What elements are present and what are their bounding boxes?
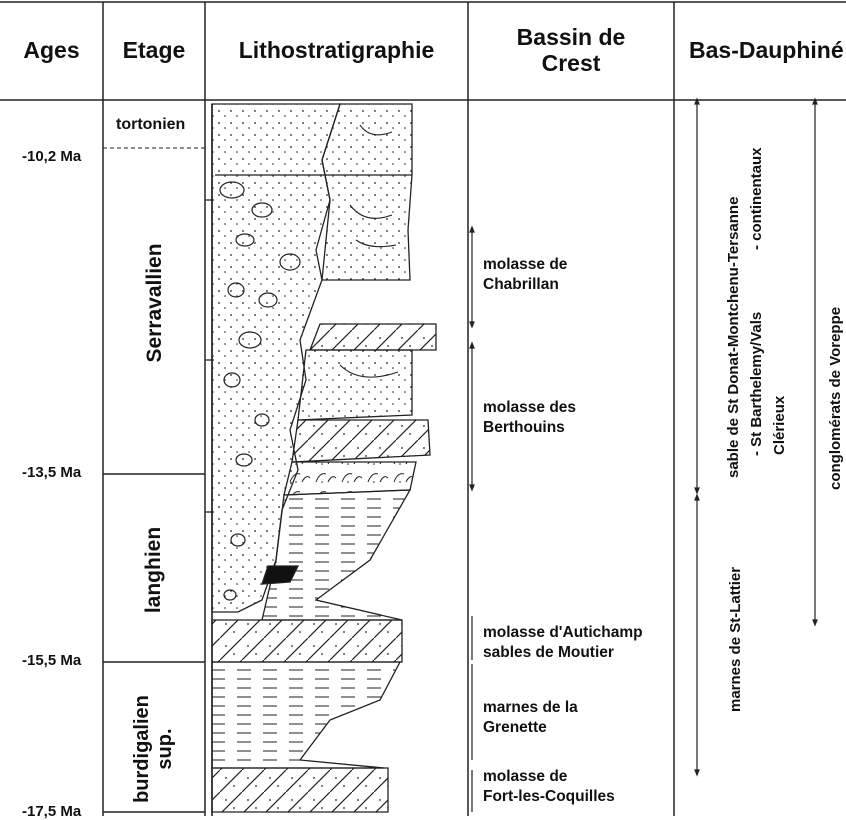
bas-dauphine-sable-line3: Clérieux: [770, 396, 789, 455]
bassin-unit-chabrillan: molasse de Chabrillan: [483, 255, 567, 295]
etage-burdigalien-line1: burdigalien: [131, 689, 154, 809]
bas-dauphine-sable-line1: sable de St Donat-Montchenu-Tersanne: [724, 197, 743, 478]
bassin-unit-line2: Berthouins: [483, 418, 576, 438]
etage-tortonien: tortonien: [116, 116, 185, 134]
bas-dauphine-sable-line2a: - St Barthelemy/Vals: [747, 312, 766, 456]
bas-dauphine-marnes: marnes de St-Lattier: [726, 567, 745, 712]
bassin-unit-autichamp: molasse d'Autichamp sables de Moutier: [483, 623, 643, 663]
bassin-unit-fort-les-coquilles: molasse de Fort-les-Coquilles: [483, 767, 615, 807]
header-etage: Etage: [103, 0, 205, 100]
age-label: -17,5 Ma: [22, 803, 81, 820]
bassin-unit-line2: Grenette: [483, 718, 578, 738]
bassin-unit-line2: Chabrillan: [483, 275, 567, 295]
header-ages: Ages: [0, 0, 103, 100]
bassin-ranges: [470, 227, 474, 812]
header-bas-dauphine: Bas-Dauphiné: [674, 0, 846, 100]
age-label: -10,2 Ma: [22, 148, 81, 165]
bassin-unit-line1: molasse des: [483, 398, 576, 418]
bas-dauphine-sable-line2b: - continentaux: [747, 147, 766, 250]
bas-dauphine-conglomerats: conglomérats de Voreppe: [826, 307, 845, 490]
header-litho: Lithostratigraphie: [205, 0, 468, 100]
etage-langhien: langhien: [142, 520, 166, 620]
etage-burdigalien: burdigalien sup.: [131, 689, 177, 809]
bassin-unit-line1: molasse de: [483, 767, 615, 787]
etage-serravallien: Serravallien: [143, 243, 167, 363]
bassin-unit-line2: Fort-les-Coquilles: [483, 787, 615, 807]
bassin-unit-berthouins: molasse des Berthouins: [483, 398, 576, 438]
header-bassin: Bassin de Crest: [468, 0, 674, 100]
etage-burdigalien-line2: sup.: [154, 689, 177, 809]
header-bassin-line2: Crest: [542, 50, 601, 76]
bassin-unit-line1: molasse d'Autichamp: [483, 623, 643, 643]
age-label: -13,5 Ma: [22, 464, 81, 481]
bassin-unit-line2: sables de Moutier: [483, 643, 643, 663]
bassin-unit-line1: molasse de: [483, 255, 567, 275]
age-label: -15,5 Ma: [22, 652, 81, 669]
header-bassin-line1: Bassin de: [517, 24, 626, 50]
litho-column: [205, 104, 436, 816]
bassin-unit-grenette: marnes de la Grenette: [483, 698, 578, 738]
bassin-unit-line1: marnes de la: [483, 698, 578, 718]
